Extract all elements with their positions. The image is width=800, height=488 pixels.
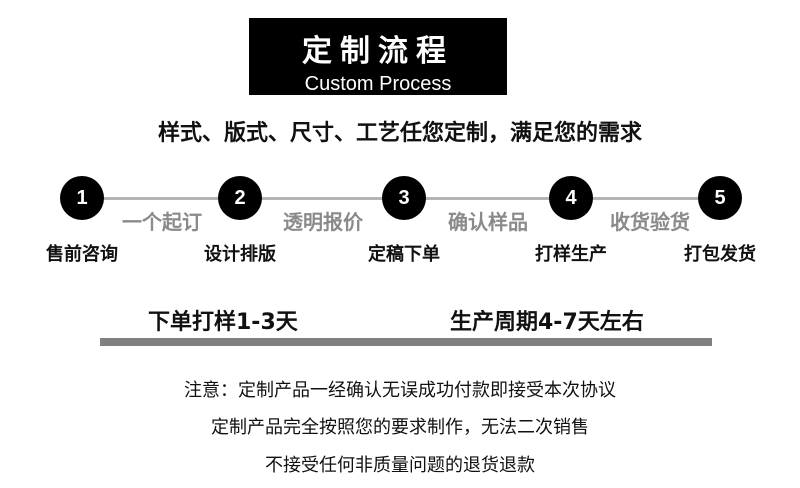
note-line: 不接受任何非质量问题的退货退款 xyxy=(265,455,535,476)
note-line: 定制产品完全按照您的要求制作，无法二次销售 xyxy=(211,417,589,438)
step-number-circle: 5 xyxy=(698,176,742,220)
connector-label: 透明报价 xyxy=(258,206,388,235)
step-number-circle: 4 xyxy=(549,176,593,220)
sample-duration: 下单打样1-3天 xyxy=(148,310,298,335)
connector-label: 收货验货 xyxy=(585,206,715,235)
title-box: 定制流程 Custom Process xyxy=(249,18,507,95)
step-number-circle: 2 xyxy=(218,176,262,220)
note-line: 注意：定制产品一经确认无误成功付款即接受本次协议 xyxy=(184,380,616,401)
title-cn: 定制流程 xyxy=(302,34,454,69)
step-number-circle: 3 xyxy=(382,176,426,220)
divider-bar xyxy=(100,338,712,346)
title-en: Custom Process xyxy=(304,73,452,95)
step-label: 打样生产 xyxy=(535,244,607,265)
step-label: 定稿下单 xyxy=(368,244,440,265)
subtitle: 样式、版式、尺寸、工艺任您定制，满足您的需求 xyxy=(157,121,642,146)
connector-label: 一个起订 xyxy=(97,206,227,235)
step-number-circle: 1 xyxy=(60,176,104,220)
production-duration: 生产周期4-7天左右 xyxy=(450,310,644,335)
step-label: 设计排版 xyxy=(204,244,276,265)
connector-label: 确认样品 xyxy=(423,206,553,235)
step-label: 售前咨询 xyxy=(46,244,118,265)
step-label: 打包发货 xyxy=(684,244,756,265)
